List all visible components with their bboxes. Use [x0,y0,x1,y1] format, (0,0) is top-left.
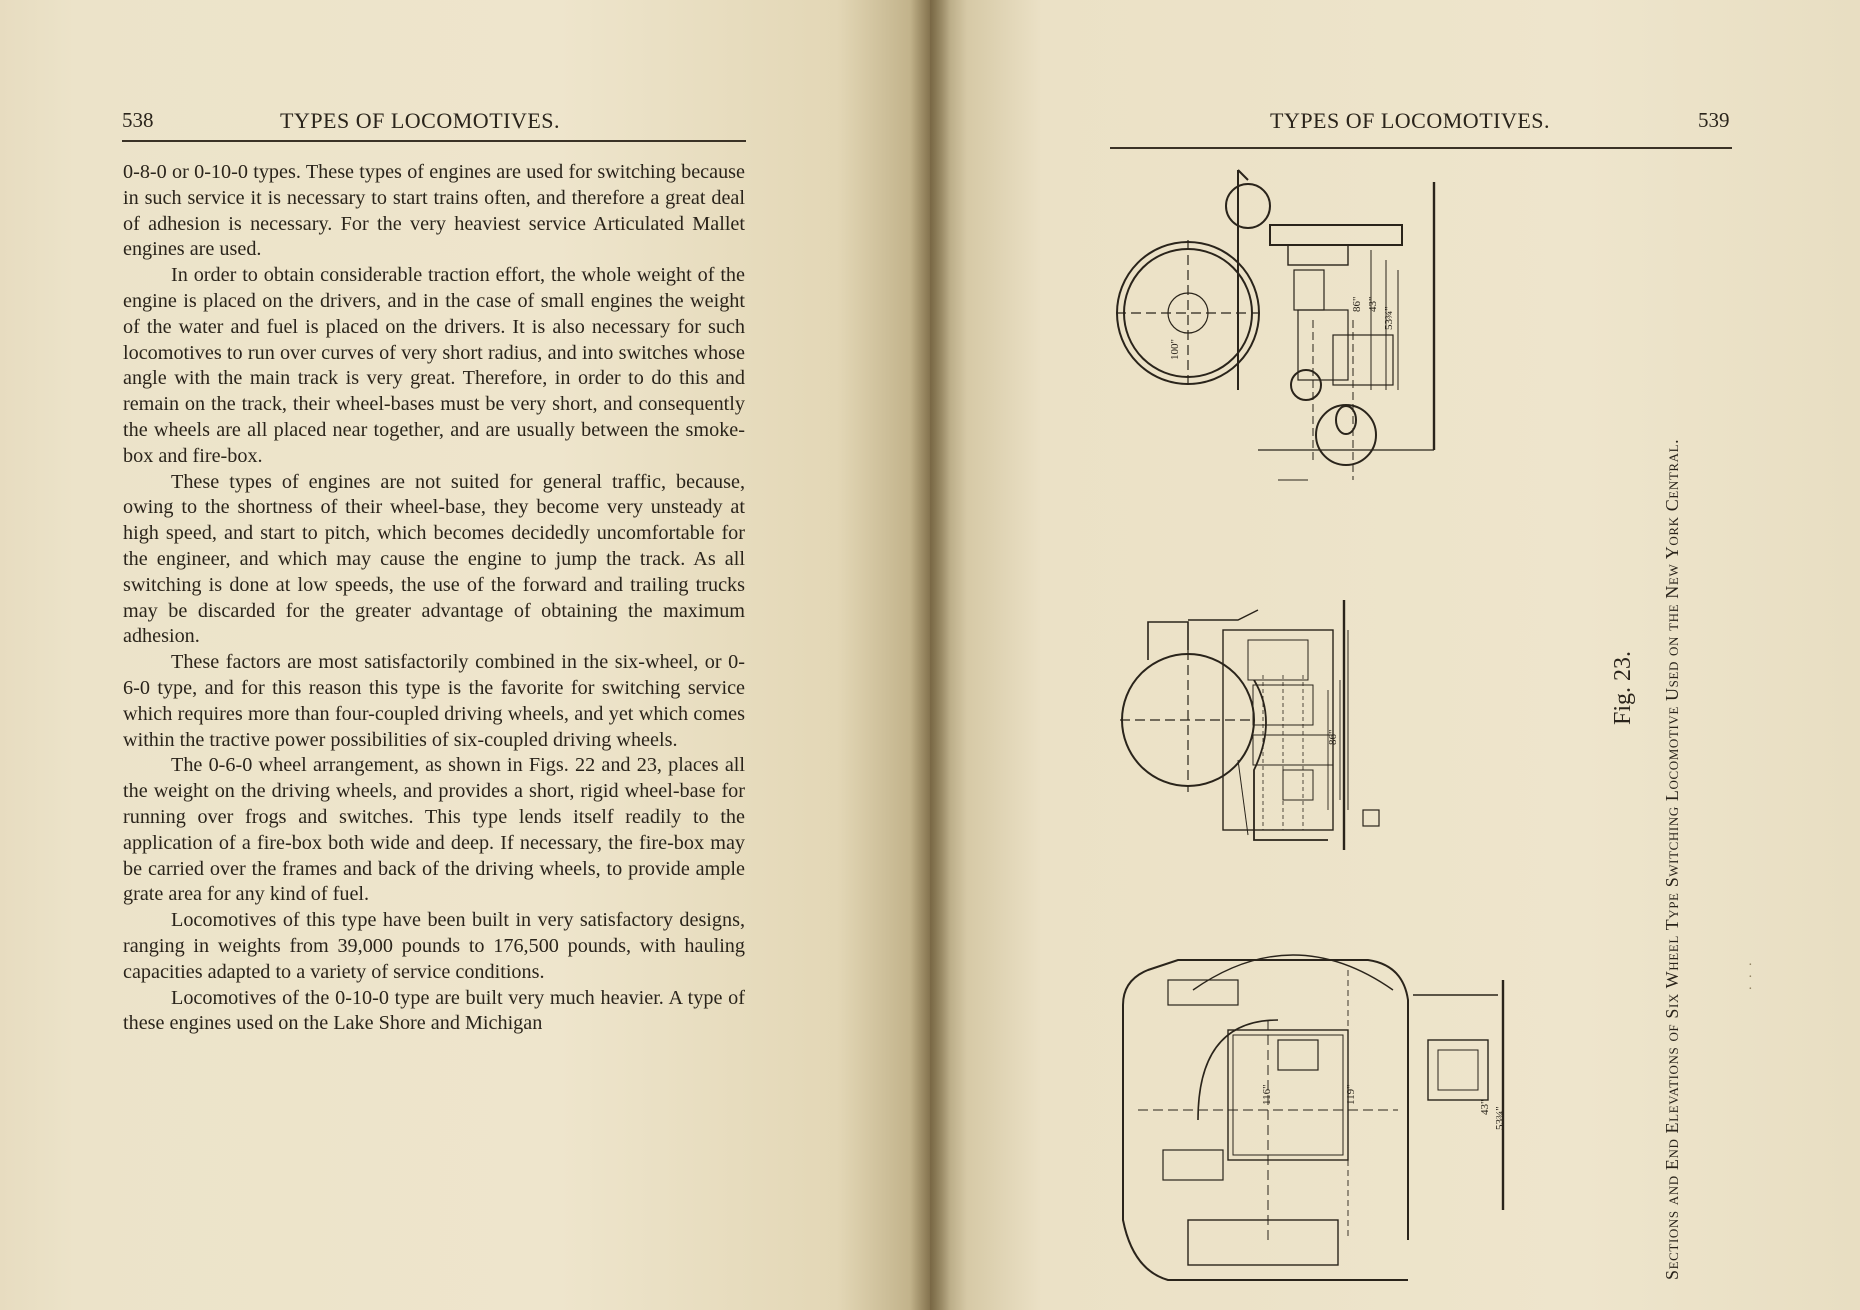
paragraph-2: In order to obtain considerable traction… [123,264,745,467]
figure-label: Fig. 23. [1610,650,1636,725]
left-page [0,0,930,1310]
left-page-number: 538 [122,108,154,132]
dim-53-top: 53¾" [1383,306,1395,330]
right-header-rule [1110,147,1732,149]
paragraph-5: The 0-6-0 wheel arrangement, as shown in… [123,754,745,906]
bottom-elevation: 116" 119" 43" 53¾" [1122,954,1506,1281]
right-page-number: 539 [1698,108,1730,132]
left-header-rule [122,140,746,142]
left-running-head: TYPES OF LOCOMOTIVES. [280,108,561,133]
right-page [930,0,1860,1310]
paragraph-6: Locomotives of this type have been built… [123,909,745,983]
paragraph-3: These types of engines are not suited fo… [123,470,745,648]
dim-86-mid: 86" [1327,730,1339,746]
left-body-text: 0-8-0 or 0-10-0 types. These types of en… [123,160,745,1037]
book-gutter [910,0,950,1310]
dim-43-bottom: 43" [1479,1100,1491,1116]
figure-caption: Sections and End Elevations of Six Wheel… [1662,438,1682,1280]
dim-116: 116" [1261,1084,1273,1105]
locomotive-section-drawing: 100" 86" 43" 53¾" 86 [1116,169,1506,1281]
dim-119: 119" [1345,1084,1357,1105]
paragraph-1: 0-8-0 or 0-10-0 types. These types of en… [123,161,745,261]
right-running-head: TYPES OF LOCOMOTIVES. [1270,108,1551,133]
dim-100: 100" [1169,339,1181,360]
paragraph-7: Locomotives of the 0-10-0 type are built… [123,986,745,1035]
dim-53-bottom: 53¾" [1494,1106,1506,1130]
paragraph-4: These factors are most satisfactorily co… [123,651,745,751]
dim-43: 43" [1367,297,1379,313]
top-elevation: 100" 86" 43" 53¾" [1116,169,1436,481]
dim-86: 86" [1351,297,1363,313]
page-specks: ··· [1748,958,1753,997]
middle-elevation: 86" [1120,600,1380,850]
